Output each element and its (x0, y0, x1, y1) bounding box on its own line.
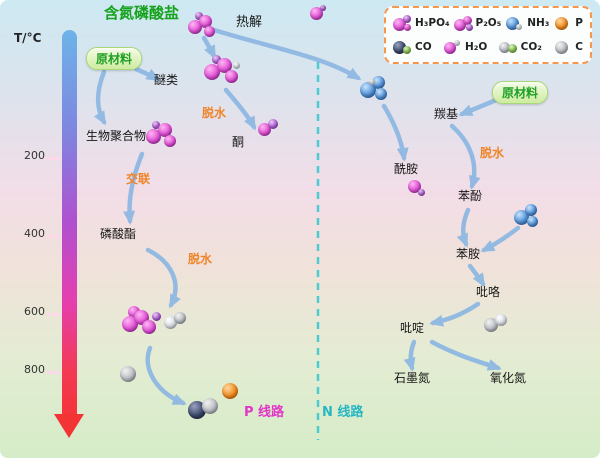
arrow-to-nitrogen-oxide (429, 339, 502, 371)
biopolymer-molecule-icon (146, 121, 180, 151)
arrow-cluster-to-bottom (145, 345, 187, 406)
legend-item-co: CO (393, 39, 432, 56)
dehydration-label-3: 脱水 (480, 146, 505, 160)
temperature-gradient-bar (62, 30, 77, 416)
legend-label-h2o: H₂O (465, 41, 488, 53)
precursor-molecule-icon (188, 12, 218, 40)
pyrolysis-label: 热解 (236, 15, 263, 30)
h3po4-icon (393, 14, 412, 32)
nh3-icon (505, 15, 524, 32)
arrow-precursor-to-ether-cluster (201, 35, 217, 60)
legend-item-nh3: NH₃ (505, 15, 549, 32)
arrow-raw-to-biopolymer (93, 69, 107, 126)
legend-item-h3po4: H₃PO₄ (393, 14, 450, 32)
co2-molecule-icon-right (484, 314, 512, 334)
legend-row-1: H₃PO₄ P₂O₅ NH₃ (393, 14, 583, 32)
p-route-label: P 线路 (244, 405, 285, 420)
legend-item-h2o: H₂O (443, 39, 487, 56)
tick-600-mark (46, 313, 61, 316)
arrow-pyrrole-to-pyridine (429, 301, 481, 327)
arrow-biopolymer-to-ester (123, 151, 145, 225)
tick-600-label: 600 (24, 305, 45, 318)
raw-material-badge-right: 原材料 (492, 81, 549, 104)
carbonyl-label: 羰基 (434, 107, 459, 121)
legend-item-co2: CO₂ (498, 39, 542, 56)
arrow-carbonyl-to-phenol (449, 123, 481, 190)
legend-item-p2o5: P₂O₅ (453, 15, 502, 32)
n-route-label: N 线路 (322, 405, 364, 420)
phosphate-ester-label: 磷酸酯 (100, 227, 137, 241)
tick-200-mark (46, 157, 61, 160)
tick-800-mark (46, 371, 61, 374)
arrow-ammonia-to-amide (381, 103, 409, 162)
legend-item-c: C (553, 39, 583, 56)
arrow-cluster-to-aniline (480, 225, 521, 253)
ketone-molecule-icon (258, 119, 282, 137)
tick-800-label: 800 (24, 363, 45, 376)
legend-label-c: C (575, 41, 583, 53)
carbon-atom-icon (120, 366, 138, 384)
arrow-aniline-to-pyrrole (467, 263, 486, 288)
co2-icon (498, 39, 518, 56)
arrow-phenol-to-aniline (456, 207, 471, 248)
tick-400-mark (46, 235, 61, 238)
co-icon (393, 39, 412, 56)
crosslink-label: 交联 (126, 172, 151, 186)
water-molecule-icon-top (310, 5, 328, 21)
ketone-label: 酮 (232, 135, 245, 149)
legend-label-p2o5: P₂O₅ (475, 17, 502, 29)
pyridine-label: 吡啶 (400, 321, 425, 335)
co-molecule-icon-bottom (188, 398, 222, 420)
c-icon (553, 39, 572, 56)
legend-box: H₃PO₄ P₂O₅ NH₃ (384, 6, 592, 64)
legend-label-co: CO (415, 41, 432, 53)
h2o-icon (443, 39, 462, 56)
amide-molecule-icon (408, 180, 428, 198)
legend-item-p: P (553, 15, 583, 32)
legend-label-h3po4: H₃PO₄ (415, 17, 450, 29)
p-icon (553, 15, 572, 32)
aniline-label: 苯胺 (456, 247, 481, 261)
arrow-rawright-to-carbonyl (458, 97, 499, 117)
precursor-title: 含氮磷酸盐 (104, 4, 180, 22)
temperature-arrowhead-icon (54, 414, 84, 438)
dehydration-label-2: 脱水 (188, 252, 213, 266)
phosphate-cluster-icon (122, 306, 164, 342)
graphitic-n-label: 石墨氮 (394, 371, 431, 385)
temp-axis-title: T/°C (14, 31, 42, 45)
legend-label-co2: CO₂ (520, 41, 542, 53)
arrow-ether-to-ketone (223, 87, 257, 131)
pyrrole-label: 吡咯 (476, 285, 501, 299)
ammonia-cluster-icon (360, 76, 390, 104)
ether-label: 醚类 (154, 73, 179, 87)
phosphorus-atom-icon (222, 383, 240, 401)
ether-molecule-icon (204, 55, 242, 87)
amide-label: 酰胺 (394, 162, 419, 176)
dehydration-label-1: 脱水 (202, 106, 227, 120)
tick-400-label: 400 (24, 227, 45, 240)
legend-label-nh3: NH₃ (527, 17, 550, 29)
ammonia-cluster-icon-right (514, 204, 542, 230)
arrow-ester-to-cluster (145, 247, 181, 309)
nitrogen-oxide-label: 氧化氮 (490, 371, 527, 385)
legend-label-p: P (575, 17, 583, 29)
p2o5-icon (453, 15, 473, 32)
arrow-pyridine-to-graphitic (403, 339, 417, 372)
co-molecule-icon-left (164, 312, 190, 332)
tick-200-label: 200 (24, 149, 45, 162)
phenol-label: 苯酚 (458, 189, 483, 203)
raw-material-badge-left: 原材料 (86, 47, 143, 70)
biopolymer-label: 生物聚合物 (86, 129, 147, 143)
legend-row-2: CO H₂O CO₂ C (393, 39, 583, 56)
